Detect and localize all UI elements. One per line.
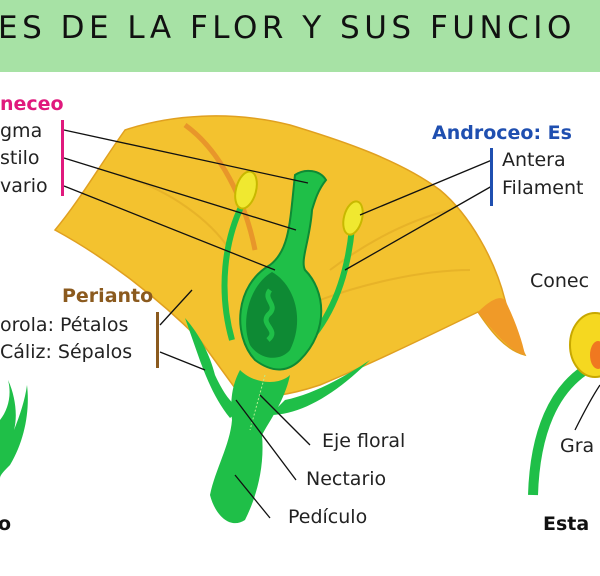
perianto-heading: Perianto — [62, 285, 154, 307]
title-banner: ES DE LA FLOR Y SUS FUNCIO — [0, 0, 600, 72]
right-caption: Esta — [543, 513, 590, 535]
label-nectario: Nectario — [306, 468, 387, 490]
label-pediculo: Pedículo — [288, 506, 368, 528]
perianto-bracket — [156, 312, 159, 368]
label-caliz: Cáliz: Sépalos — [0, 341, 133, 363]
label-filamento: Filament — [502, 177, 584, 199]
androceo-heading: Androceo: Es — [432, 122, 572, 144]
label-estigma: gma — [0, 120, 43, 142]
label-grano: Gra — [560, 435, 595, 457]
label-eje-floral: Eje floral — [322, 430, 406, 452]
label-conectivo: Conec — [530, 270, 590, 292]
left-partial-plant — [0, 380, 28, 478]
label-antera: Antera — [502, 149, 566, 171]
filament-left — [221, 203, 245, 341]
sepal-right — [270, 360, 370, 415]
pedicel — [210, 370, 290, 524]
anther-right — [342, 200, 364, 236]
label-estilo: stilo — [0, 147, 40, 169]
label-ovario: vario — [0, 175, 48, 197]
anther-left — [234, 170, 258, 210]
sepal-left — [185, 318, 240, 418]
page-title: ES DE LA FLOR Y SUS FUNCIO — [0, 10, 576, 46]
petal-vein — [183, 122, 258, 251]
right-stamen-filament — [528, 365, 588, 496]
petal-fold — [478, 298, 525, 355]
androceo-bracket — [490, 148, 493, 206]
left-caption: o — [0, 513, 12, 535]
gineceo-bracket — [61, 120, 64, 196]
gineceo-heading: neceo — [0, 93, 64, 115]
label-corola: orola: Pétalos — [0, 314, 129, 336]
